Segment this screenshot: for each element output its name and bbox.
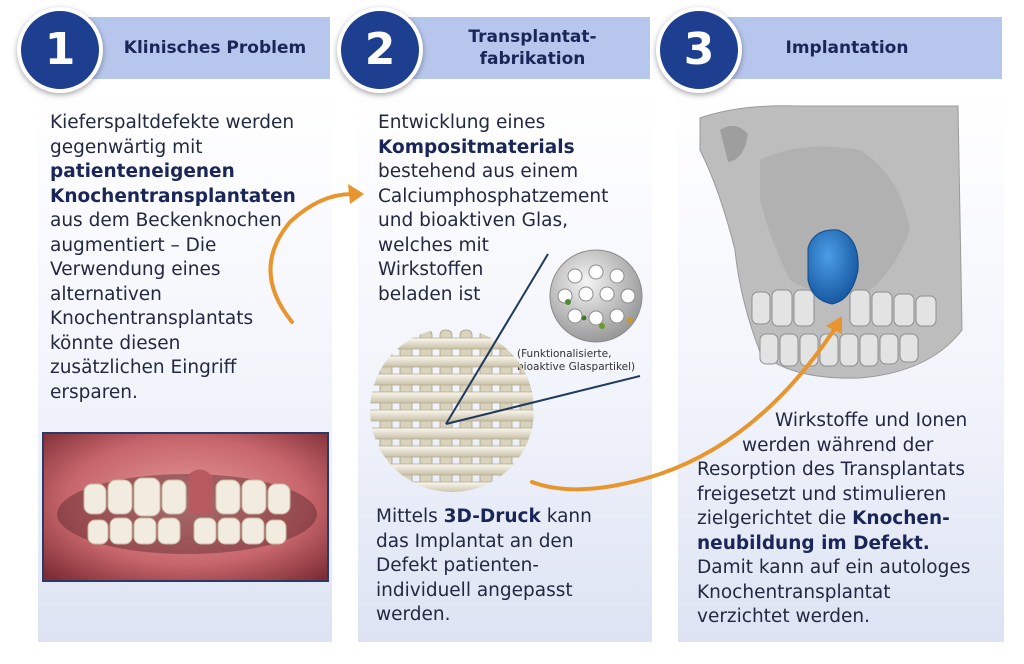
scaffold-lattice-icon bbox=[370, 329, 534, 492]
text-line: Defekt patienten- bbox=[376, 555, 539, 576]
bold-text: neubildung im Defekt. bbox=[697, 532, 930, 554]
step-2-number-badge: 2 bbox=[337, 7, 423, 93]
text-line: Resorption des Transplantats bbox=[697, 459, 965, 480]
bold-text: Knochen- bbox=[852, 508, 950, 529]
text-line: Mittels bbox=[376, 506, 444, 527]
text-line: freigesetzt und stimulieren bbox=[697, 483, 947, 505]
header-bar-3 bbox=[700, 17, 1002, 79]
text-line: Calciumphosphatzement bbox=[378, 185, 609, 207]
caption-line: (Funktionalisierte, bbox=[517, 348, 612, 360]
text-line: Wirkstoffen bbox=[378, 259, 484, 280]
step-1-number-badge: 1 bbox=[17, 7, 103, 93]
text-line: welches mit bbox=[378, 234, 489, 256]
text-line: individuell angepasst bbox=[376, 579, 573, 601]
text-line: Verwendung eines bbox=[50, 259, 221, 280]
arrowhead bbox=[826, 316, 842, 334]
arrowhead bbox=[348, 184, 364, 204]
text-line: Knochentransplantats bbox=[50, 308, 254, 329]
text-line: werden während der bbox=[742, 434, 934, 456]
text-line: verzichtet werden. bbox=[697, 606, 870, 627]
clinical-problem-text: Kieferspaltdefekte werden gegenwärtig mi… bbox=[50, 111, 325, 405]
mouth-photo bbox=[42, 432, 329, 582]
text-line: aus dem Beckenknochen bbox=[50, 210, 282, 231]
step-3-number-badge: 3 bbox=[656, 7, 742, 93]
bold-text: Kompositmaterials bbox=[378, 136, 575, 158]
header-bar-2 bbox=[380, 17, 650, 79]
text-line: ersparen. bbox=[50, 381, 138, 403]
orange-curved-arrow-icon bbox=[268, 192, 836, 492]
step-3-title: Implantation bbox=[785, 38, 909, 58]
implant-highlight bbox=[807, 229, 859, 305]
bold-text: patienteneigenen bbox=[50, 161, 235, 182]
skull-model-icon bbox=[699, 105, 963, 379]
text-line: Damit kann auf ein autologes bbox=[697, 557, 971, 578]
graft-fabrication-text: Entwicklung eines Kompositmaterials best… bbox=[378, 111, 638, 307]
bold-text: 3D-Druck bbox=[443, 506, 541, 527]
text-line: alternativen bbox=[50, 283, 162, 305]
text-line: könnte diesen bbox=[50, 332, 181, 354]
text-line: augmentiert – Die bbox=[50, 234, 217, 256]
header-bar-1 bbox=[60, 17, 330, 79]
text-line: das Implantat an den bbox=[376, 530, 574, 552]
step-1-title: Klinisches Problem bbox=[123, 38, 307, 58]
text-line: und bioaktiven Glas, bbox=[378, 210, 568, 231]
text-line: zusätzlichen Eingriff bbox=[50, 357, 237, 378]
implantation-text: Wirkstoffe und Ionen werden während der … bbox=[697, 409, 997, 630]
text-line: Entwicklung eines bbox=[378, 112, 546, 133]
text-line: kann bbox=[540, 506, 592, 527]
text-line: Knochentransplantat bbox=[697, 581, 891, 603]
3d-print-text: Mittels 3D-Druck kann das Implantat an d… bbox=[376, 505, 636, 628]
step-2-title-line2: fabrikation bbox=[479, 49, 586, 69]
text-line: bestehend aus einem bbox=[378, 161, 579, 182]
text-line: zielgerichtet die bbox=[697, 508, 853, 529]
pointer-line bbox=[445, 375, 641, 425]
text-line: werden. bbox=[376, 604, 451, 625]
step-2-title: Transplantat- fabrikation bbox=[425, 26, 640, 70]
glass-particle-sphere-icon bbox=[549, 249, 643, 343]
caption-line: bioaktive Glaspartikel) bbox=[517, 361, 636, 373]
text-line: beladen ist bbox=[378, 283, 481, 305]
text-line: Wirkstoffe und Ionen bbox=[775, 410, 968, 431]
bold-text: Knochentransplantaten bbox=[50, 185, 296, 207]
text-line: Kieferspaltdefekte werden bbox=[50, 112, 295, 133]
step-2-title-line1: Transplantat- bbox=[468, 27, 597, 47]
text-line: gegenwärtig mit bbox=[50, 136, 203, 158]
glass-particle-caption: (Funktionalisierte, bioaktive Glaspartik… bbox=[517, 348, 657, 374]
pointer-line bbox=[445, 253, 549, 425]
